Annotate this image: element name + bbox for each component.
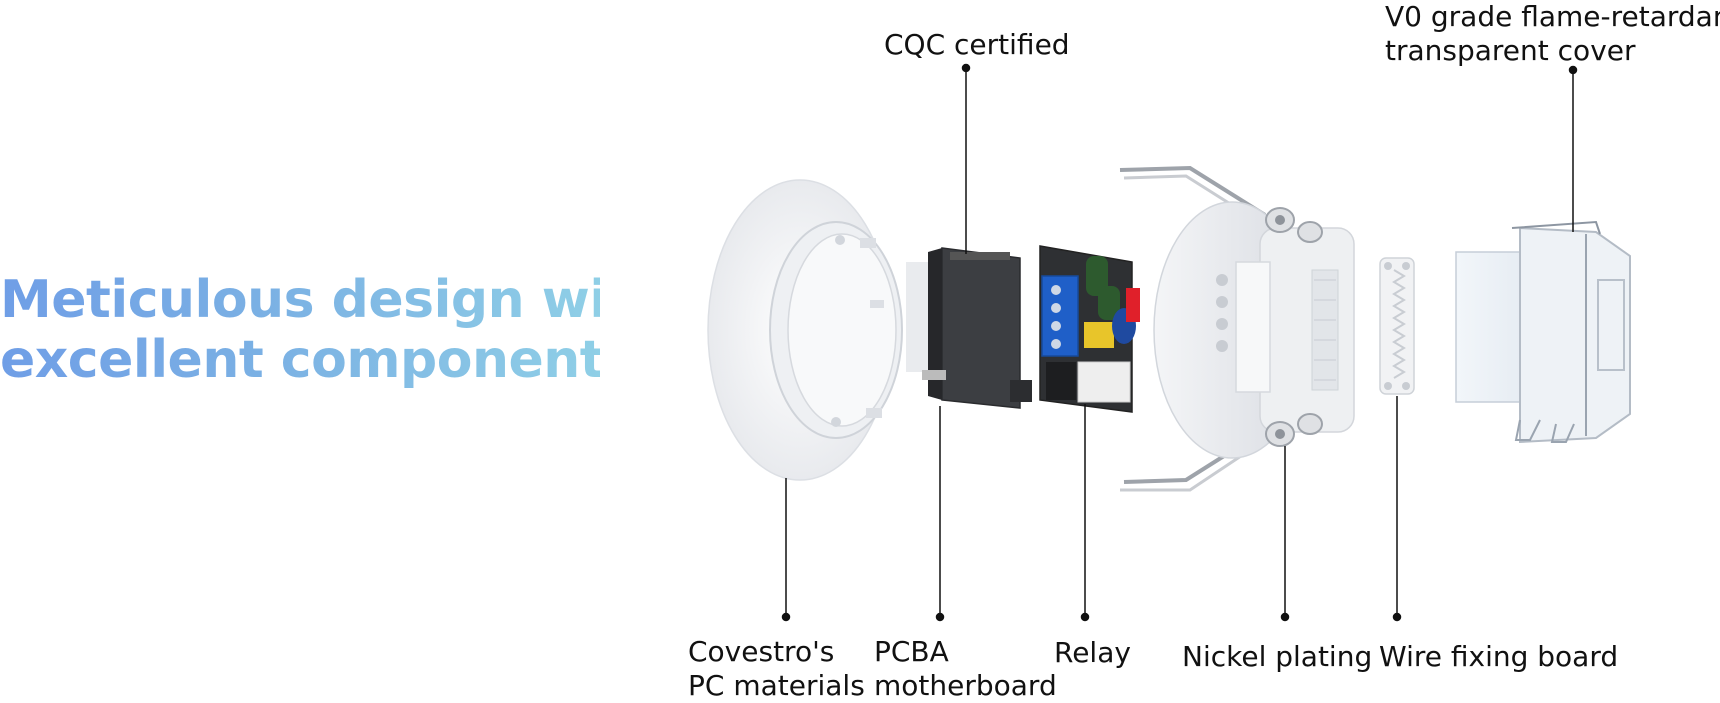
callout-wire-text: Wire fixing board bbox=[1379, 640, 1619, 673]
callout-pcba-line-2: motherboard bbox=[874, 669, 1057, 702]
callout-nickel-plating: Nickel plating bbox=[1182, 640, 1372, 674]
callout-covestro-line-2: PC materials bbox=[688, 669, 865, 702]
callout-v0-cover: V0 grade flame-retardant transparent cov… bbox=[1385, 0, 1720, 68]
main-housing bbox=[1119, 165, 1355, 492]
callout-relay: Relay bbox=[1054, 636, 1131, 670]
nickel-spring-hinge-top bbox=[1265, 207, 1323, 243]
nickel-spring-hinge-bottom bbox=[1265, 413, 1323, 447]
pcba-motherboard bbox=[906, 247, 1032, 409]
headline: Meticulous design with excellent compone… bbox=[0, 270, 668, 390]
callout-v0-line-2: transparent cover bbox=[1385, 34, 1636, 67]
relay-board bbox=[1039, 245, 1140, 413]
callout-relay-text: Relay bbox=[1054, 636, 1131, 669]
headline-line-1: Meticulous design with bbox=[0, 270, 668, 330]
callout-covestro-line-1: Covestro's bbox=[688, 635, 835, 668]
callout-pcba: PCBA motherboard bbox=[874, 635, 1057, 703]
transparent-cover bbox=[1455, 220, 1631, 444]
callout-nickel-text: Nickel plating bbox=[1182, 640, 1373, 673]
callout-cqc-text: CQC certified bbox=[884, 28, 1070, 61]
leader-lines bbox=[781, 63, 1578, 622]
wire-fixing-board bbox=[1379, 257, 1415, 395]
callout-wire-fixing-board: Wire fixing board bbox=[1379, 640, 1618, 674]
callout-covestro: Covestro's PC materials bbox=[688, 635, 865, 703]
pc-cover-plate bbox=[707, 179, 903, 481]
callout-v0-line-1: V0 grade flame-retardant bbox=[1385, 0, 1720, 33]
callout-pcba-line-1: PCBA bbox=[874, 635, 949, 668]
headline-line-2: excellent components bbox=[0, 330, 635, 390]
callout-cqc-certified: CQC certified bbox=[884, 28, 1070, 62]
